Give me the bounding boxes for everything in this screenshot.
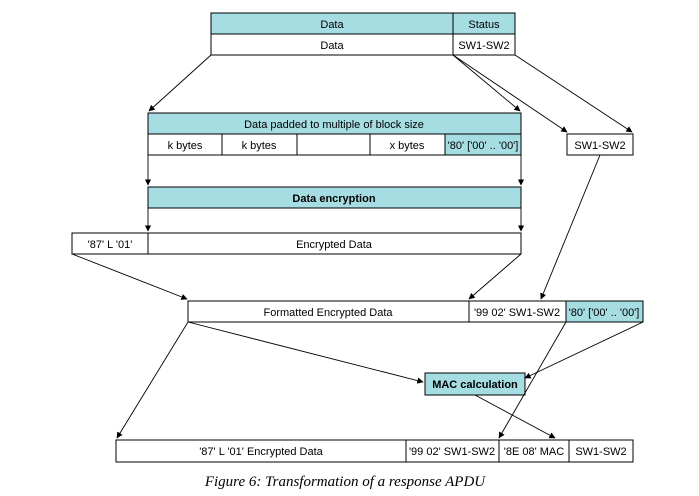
arrow-status-left [452, 54, 568, 133]
padded-cell-1-label: k bytes [168, 140, 203, 152]
sw-box-label: SW1-SW2 [574, 140, 625, 152]
mac-calculation-label: MAC calculation [432, 379, 518, 391]
final-sw-label: SW1-SW2 [575, 446, 626, 458]
padded-data-table: Data padded to multiple of block size k … [147, 112, 522, 156]
status-header-label: Status [468, 19, 500, 31]
arrows [71, 54, 644, 439]
encrypted-prefix-label: '87' L '01' [88, 239, 133, 251]
encrypted-data-row: '87' L '01' Encrypted Data [71, 232, 522, 255]
formatted-padding-label: '80' ['00' .. '00'] [569, 307, 640, 319]
arrow-encrypted-left [71, 253, 188, 300]
encrypted-data-label: Encrypted Data [296, 239, 373, 251]
arrow-mac-to-final [474, 394, 556, 439]
arrow-formatted-to-final [116, 321, 189, 439]
padded-cell-4-label: x bytes [390, 140, 425, 152]
formatted-row: Formatted Encrypted Data '99 02' SW1-SW2… [187, 300, 644, 323]
arrow-data-right [452, 54, 521, 112]
status-cell [452, 33, 516, 56]
final-sw-cell [568, 439, 634, 463]
final-row: '87' L '01' Encrypted Data '99 02' SW1-S… [115, 439, 634, 463]
figure-caption: Figure 6: Transformation of a response A… [204, 474, 486, 490]
data-encryption-box [147, 186, 522, 209]
padded-title-label: Data padded to multiple of block size [244, 119, 424, 131]
final-mac-label: '8E 08' MAC [504, 446, 565, 458]
arrow-formatted-to-mac [187, 321, 424, 384]
arrow-status-to-final [498, 321, 567, 439]
response-table: Data Status Data SW1-SW2 [210, 12, 516, 56]
formatted-data-label: Formatted Encrypted Data [263, 307, 393, 319]
padded-cell-2-label: k bytes [242, 140, 277, 152]
formatted-padding-cell [565, 300, 644, 323]
data-header-label: Data [320, 19, 344, 31]
padded-cell-5 [444, 133, 522, 156]
arrow-sw-to-formatted [540, 154, 601, 300]
status-cell-label: SW1-SW2 [458, 40, 509, 52]
padded-cell-5-label: '80' ['00' .. '00'] [448, 140, 519, 152]
data-encryption-label: Data encryption [292, 193, 375, 205]
arrow-encrypted-right [468, 253, 522, 300]
arrow-status-right [514, 54, 633, 133]
final-status-label: '99 02' SW1-SW2 [409, 446, 495, 458]
data-cell-label: Data [320, 40, 344, 52]
arrow-padding-to-mac [524, 321, 644, 379]
arrow-data-left [148, 54, 212, 112]
final-data-label: '87' L '01' Encrypted Data [199, 446, 323, 458]
encrypted-data-cell [147, 232, 522, 255]
padded-cell-3 [296, 133, 371, 156]
formatted-status-label: '99 02' SW1-SW2 [474, 307, 560, 319]
